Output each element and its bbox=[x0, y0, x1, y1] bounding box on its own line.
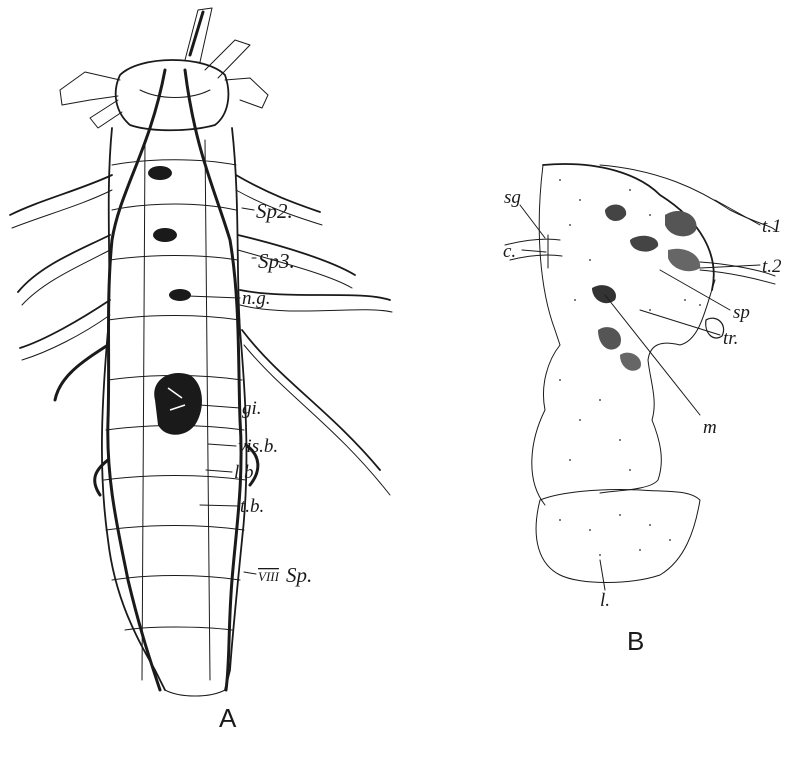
label-viii-sp: Sp. bbox=[286, 563, 312, 587]
caption-a: A bbox=[219, 703, 237, 733]
label-tb: t.b. bbox=[240, 496, 264, 517]
label-tr: tr. bbox=[723, 328, 738, 349]
panel-b-drawing bbox=[505, 164, 775, 582]
label-gi: gi. bbox=[242, 398, 262, 419]
label-visb: vis.b. bbox=[238, 436, 278, 457]
label-sp: sp bbox=[733, 302, 750, 323]
label-sp2: Sp2. bbox=[256, 199, 293, 223]
caption-b: B bbox=[627, 626, 644, 656]
panel-a-drawing bbox=[10, 8, 392, 696]
label-m: m bbox=[703, 417, 717, 438]
label-t2: t.2 bbox=[762, 256, 782, 277]
label-t1: t.1 bbox=[762, 216, 782, 237]
label-l: l. bbox=[600, 590, 610, 611]
label-ng: n.g. bbox=[242, 288, 271, 309]
label-lb: l.b. bbox=[234, 462, 258, 483]
label-sp3: Sp3. bbox=[258, 249, 295, 273]
label-sg: sg bbox=[504, 187, 521, 208]
label-viii-numeral: VIII bbox=[258, 569, 280, 584]
label-c: c. bbox=[503, 241, 516, 262]
panel-a-labels: Sp2. Sp3. n.g. gi. vis.b. l.b. t.b. VIII… bbox=[234, 199, 312, 587]
panel-b-leaders bbox=[520, 200, 760, 590]
